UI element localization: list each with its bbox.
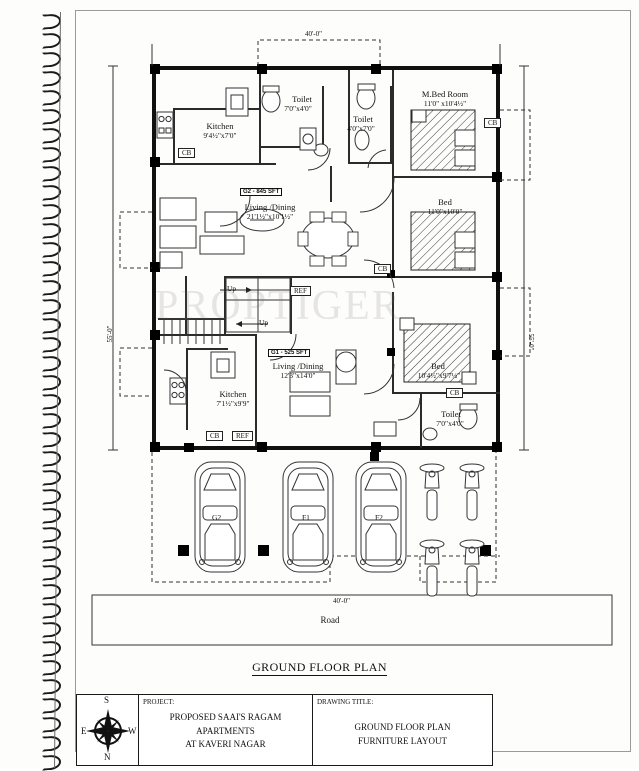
car-label-f1: F1 — [302, 513, 310, 522]
room-dim-living-upper: 21'1½"x10'1½" — [246, 212, 294, 221]
cupboard-tag-bedroom-2: CB — [374, 264, 392, 274]
project-cell: PROJECT: PROPOSED SAAI'S RAGAM APARTMENT… — [139, 695, 313, 765]
room-label-toilet-upper-2: Toilet — [353, 114, 373, 124]
room-label-toilet-upper-1: Toilet — [292, 94, 312, 104]
cupboard-tag-kitchen-lower: CB — [206, 431, 224, 441]
car-label-f2: F2 — [375, 513, 383, 522]
project-heading: PROJECT: — [143, 698, 175, 706]
drawing-line-1: GROUND FLOOR PLAN — [354, 722, 451, 732]
dimension-left: 55'-0" — [106, 325, 114, 343]
drawing-title-cell: DRAWING TITLE: GROUND FLOOR PLAN FURNITU… — [313, 695, 492, 765]
stair-up-label-1: Up — [227, 284, 237, 293]
project-lines: PROPOSED SAAI'S RAGAM APARTMENTS AT KAVE… — [139, 711, 312, 752]
dimension-right: 55'-0" — [527, 333, 535, 351]
refrigerator-tag-upper: REF — [290, 286, 311, 296]
room-label-living-upper: Living /Dining — [244, 202, 296, 212]
room-dim-living-lower: 12'3"x14'0" — [280, 371, 316, 380]
drawing-line-2: FURNITURE LAYOUT — [358, 735, 447, 746]
project-line-3: AT KAVERI NAGAR — [185, 739, 266, 749]
room-dim-bedroom-2: 11'0"x10'0" — [427, 207, 463, 216]
room-dim-kitchen-lower: 7'1½"x9'9" — [216, 399, 250, 408]
project-line-1: PROPOSED SAAI'S RAGAM — [169, 712, 282, 722]
unit-tag-g1: G1 - 525 SFT — [268, 349, 311, 357]
room-dim-toilet-lower: 7'0"x4'0" — [436, 419, 464, 428]
project-line-2: APARTMENTS — [196, 725, 255, 736]
compass-label-right: W — [128, 726, 137, 736]
room-label-living-lower: Living /Dining — [272, 361, 324, 371]
room-label-kitchen-upper: Kitchen — [206, 121, 234, 131]
cupboard-tag-kitchen-upper: CB — [178, 148, 196, 158]
drawing-lines: GROUND FLOOR PLAN FURNITURE LAYOUT — [313, 721, 492, 748]
room-label-toilet-lower: Toilet — [441, 409, 461, 419]
title-block: S E W N PROJECT: PROPOSED SAAI'S RAGAM A… — [76, 694, 493, 766]
unit-tag-g2: G2 - 845 SFT — [240, 188, 283, 196]
compass-label-left: E — [81, 726, 87, 736]
plan-title: GROUND FLOOR PLAN — [0, 660, 639, 676]
compass-label-top: S — [104, 695, 110, 705]
room-dim-toilet-upper-2: 4'0"x7'0" — [347, 124, 375, 133]
road-label: Road — [320, 615, 340, 625]
cupboard-tag-master-bedroom: CB — [484, 118, 502, 128]
cupboard-tag-bedroom-3: CB — [446, 388, 464, 398]
compass-cell: S E W N — [77, 695, 139, 765]
room-dim-kitchen-upper: 9'4½"x7'0" — [203, 131, 237, 140]
compass-label-bottom: N — [104, 752, 111, 762]
compass-rose-icon — [86, 709, 130, 753]
room-label-bedroom-3: Bed — [431, 361, 445, 371]
plan-title-text: GROUND FLOOR PLAN — [252, 660, 387, 676]
drawing-heading: DRAWING TITLE: — [317, 698, 374, 706]
dimension-bottom: 40'-0" — [333, 597, 350, 605]
dimension-top: 40'-0" — [305, 30, 322, 38]
refrigerator-tag-lower: REF — [232, 431, 253, 441]
room-dim-bedroom-3: 10'4½"x9'7½" — [417, 371, 461, 380]
room-dim-toilet-upper-1: 7'0"x4'0" — [284, 104, 312, 113]
room-label-master-bedroom: M.Bed Room — [421, 89, 469, 99]
room-label-kitchen-lower: Kitchen — [219, 389, 247, 399]
room-dim-master-bedroom: 11'0" x10'4½" — [423, 99, 467, 108]
room-label-bedroom-2: Bed — [438, 197, 452, 207]
car-label-g2: G2 — [212, 513, 222, 522]
stair-up-label-2: Up — [259, 318, 269, 327]
